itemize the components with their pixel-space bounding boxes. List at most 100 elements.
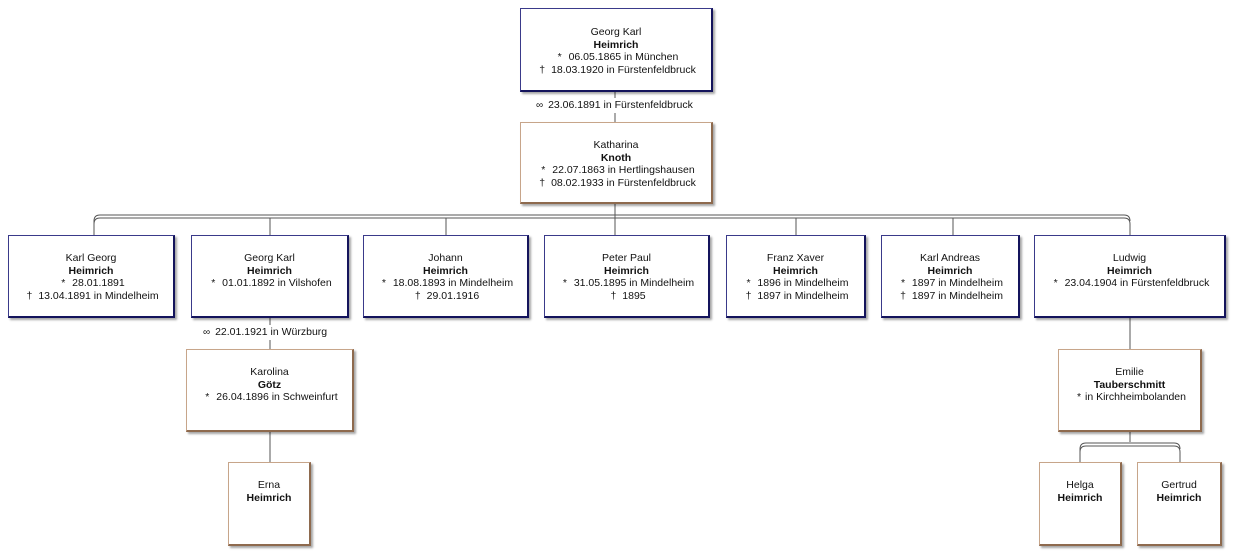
birth-line: * 06.05.1865 in München xyxy=(521,51,711,64)
marriage-symbol: ∞ xyxy=(536,100,543,111)
birth-line: * 22.07.1863 in Hertlingshausen xyxy=(521,164,711,177)
person-box-georg-karl-jr[interactable]: Georg Karl Heimrich * 01.01.1892 in Vils… xyxy=(191,235,349,318)
surname: Heimrich xyxy=(773,264,818,277)
marriage-label-parents: ∞ 23.06.1891 in Fürstenfeldbruck xyxy=(536,98,693,113)
marriage-label-georg-karolina: ∞ 22.01.1921 in Würzburg xyxy=(203,325,328,340)
person-box-franz-xaver[interactable]: Franz Xaver Heimrich * 1896 in Mindelhei… xyxy=(726,235,866,318)
given-name: Georg Karl xyxy=(244,252,295,264)
birth-date: 01.01.1892 in Vilshofen xyxy=(222,277,332,289)
surname: Heimrich xyxy=(68,264,114,277)
marriage-date: 23.06.1891 in Fürstenfeldbruck xyxy=(548,99,693,111)
marriage-date: 22.01.1921 in Würzburg xyxy=(215,326,328,338)
person-box-katharina[interactable]: Katharina Knoth * 22.07.1863 in Hertling… xyxy=(520,122,713,204)
birth-symbol: * xyxy=(1053,277,1058,289)
birth-line: * 26.04.1896 in Schweinfurt xyxy=(187,391,352,404)
death-date: 29.01.1916 xyxy=(426,289,480,302)
birth-symbol: * xyxy=(205,391,210,403)
surname: Heimrich xyxy=(604,264,649,277)
given-name: Helga xyxy=(1066,479,1094,491)
person-box-georg-karl-sr[interactable]: Georg Karl Heimrich * 06.05.1865 in Münc… xyxy=(520,8,713,92)
death-symbol: † xyxy=(414,289,421,302)
given-name: Karl Georg xyxy=(65,252,117,264)
given-name: Emilie xyxy=(1115,366,1144,378)
person-box-gertrud[interactable]: Gertrud Heimrich xyxy=(1137,462,1222,546)
death-symbol: † xyxy=(26,289,33,302)
marriage-symbol: ∞ xyxy=(203,327,210,338)
surname: Götz xyxy=(257,378,282,391)
birth-symbol: * xyxy=(61,277,66,289)
birth-line: *in Kirchheimbolanden xyxy=(1059,391,1200,404)
person-box-emilie[interactable]: Emilie Tauberschmitt *in Kirchheimboland… xyxy=(1058,349,1202,432)
person-box-erna[interactable]: Erna Heimrich xyxy=(228,462,311,546)
birth-line: * 28.01.1891 xyxy=(9,277,173,290)
death-date: 18.03.1920 in Fürstenfeldbruck xyxy=(551,63,696,76)
death-line: † 18.03.1920 in Fürstenfeldbruck xyxy=(521,64,711,77)
surname: Tauberschmitt xyxy=(1093,378,1166,391)
person-box-ludwig[interactable]: Ludwig Heimrich * 23.04.1904 in Fürstenf… xyxy=(1034,235,1226,318)
person-box-helga[interactable]: Helga Heimrich xyxy=(1039,462,1122,546)
death-line: † 13.04.1891 in Mindelheim xyxy=(9,290,173,303)
death-date: 13.04.1891 in Mindelheim xyxy=(38,289,159,302)
person-box-karolina[interactable]: Karolina Götz * 26.04.1896 in Schweinfur… xyxy=(186,349,354,432)
surname: Knoth xyxy=(600,151,632,164)
given-name: Karl Andreas xyxy=(919,252,981,264)
birth-date: 18.08.1893 in Mindelheim xyxy=(392,277,514,289)
death-symbol: † xyxy=(539,63,546,76)
birth-line: * 31.05.1895 in Mindelheim xyxy=(545,277,708,290)
given-name: Georg Karl xyxy=(590,26,642,38)
death-line: † 08.02.1933 in Fürstenfeldbruck xyxy=(521,177,711,190)
given-name: Katharina xyxy=(593,139,639,151)
birth-symbol: * xyxy=(746,277,751,289)
death-date: 1895 xyxy=(622,289,646,302)
surname: Heimrich xyxy=(1107,264,1152,277)
birth-symbol: * xyxy=(211,277,216,289)
death-date: 08.02.1933 in Fürstenfeldbruck xyxy=(551,176,696,189)
birth-date: 06.05.1865 in München xyxy=(568,51,679,63)
birth-symbol: * xyxy=(381,277,386,289)
birth-line: * 18.08.1893 in Mindelheim xyxy=(364,277,527,290)
birth-symbol: * xyxy=(1076,391,1082,403)
death-line: † 1897 in Mindelheim xyxy=(727,290,864,303)
person-box-peter-paul[interactable]: Peter Paul Heimrich * 31.05.1895 in Mind… xyxy=(544,235,710,318)
birth-line: * 01.01.1892 in Vilshofen xyxy=(192,277,347,290)
death-symbol: † xyxy=(900,289,906,302)
birth-line: * 1897 in Mindelheim xyxy=(882,277,1018,290)
death-symbol: † xyxy=(745,289,752,302)
given-name: Karolina xyxy=(250,366,289,378)
death-date: 1897 in Mindelheim xyxy=(757,289,849,302)
given-name: Peter Paul xyxy=(601,252,652,264)
given-name: Franz Xaver xyxy=(766,252,825,264)
surname: Heimrich xyxy=(593,38,639,51)
birth-symbol: * xyxy=(900,277,906,289)
given-name: Gertrud xyxy=(1161,479,1197,491)
surname: Heimrich xyxy=(1057,491,1103,504)
person-box-johann[interactable]: Johann Heimrich * 18.08.1893 in Mindelhe… xyxy=(363,235,529,318)
surname: Heimrich xyxy=(246,491,292,504)
birth-date: 1896 in Mindelheim xyxy=(757,277,849,289)
birth-symbol: * xyxy=(557,51,562,63)
birth-date: 23.04.1904 in Fürstenfeldbruck xyxy=(1064,277,1210,289)
death-line: † 1897 in Mindelheim xyxy=(882,290,1018,303)
death-line: † 29.01.1916 xyxy=(364,290,527,303)
surname: Heimrich xyxy=(927,264,973,277)
person-box-karl-andreas[interactable]: Karl Andreas Heimrich * 1897 in Mindelhe… xyxy=(881,235,1020,318)
birth-date: 31.05.1895 in Mindelheim xyxy=(573,277,695,289)
given-name: Erna xyxy=(257,479,281,491)
death-date: 1897 in Mindelheim xyxy=(911,289,1003,302)
surname: Heimrich xyxy=(1156,491,1202,504)
birth-symbol: * xyxy=(562,277,567,289)
death-symbol: † xyxy=(610,289,617,302)
birth-symbol: * xyxy=(541,164,546,176)
surname: Heimrich xyxy=(423,264,468,277)
death-line: † 1895 xyxy=(545,290,708,303)
surname: Heimrich xyxy=(247,264,292,277)
birth-line: * 23.04.1904 in Fürstenfeldbruck xyxy=(1035,277,1224,290)
given-name: Johann xyxy=(428,252,463,264)
birth-date: 26.04.1896 in Schweinfurt xyxy=(216,391,338,403)
person-box-karl-georg[interactable]: Karl Georg Heimrich * 28.01.1891 † 13.04… xyxy=(8,235,175,318)
death-symbol: † xyxy=(539,176,546,189)
birth-date: 1897 in Mindelheim xyxy=(911,277,1003,289)
birth-date: in Kirchheimbolanden xyxy=(1085,391,1186,403)
birth-line: * 1896 in Mindelheim xyxy=(727,277,864,290)
